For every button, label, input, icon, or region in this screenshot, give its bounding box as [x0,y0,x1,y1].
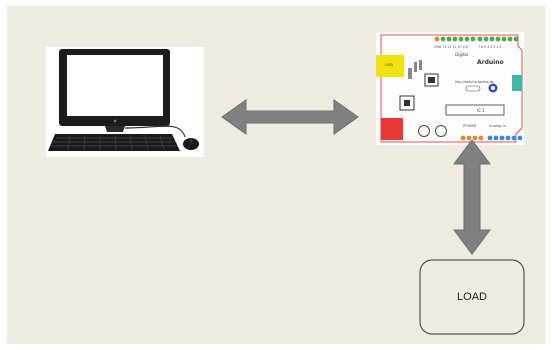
arduino-power-label: POWER [463,124,477,128]
bidirectional-arrow-vertical [453,139,491,255]
desktop-computer-icon [46,47,204,157]
arduino-board-icon: GND 13 12 11 10 9 8 7 6 5 4 3 2 1 0 Digi… [376,32,524,145]
bidirectional-arrow-horizontal [221,99,359,135]
svg-text:GND 13 12 11 10 9 8: GND 13 12 11 10 9 8 [434,45,468,49]
keyboard-icon [48,134,180,151]
arduino-digital-label: Digital [455,52,468,57]
load-box [419,259,525,335]
load-label: LOAD [457,291,487,303]
arduino-usb-label: USB [385,62,393,67]
arduino-ic-label: IC 1 [477,108,485,113]
arduino-url-label: http://arduino.berlios.de [455,80,494,84]
arduino-brand-label: Arduino [477,59,504,66]
mouse-icon [183,138,199,150]
svg-text:7 6 5 4 3 2 1 0: 7 6 5 4 3 2 1 0 [478,45,501,49]
arduino-analog-label: Analog In [489,124,506,128]
